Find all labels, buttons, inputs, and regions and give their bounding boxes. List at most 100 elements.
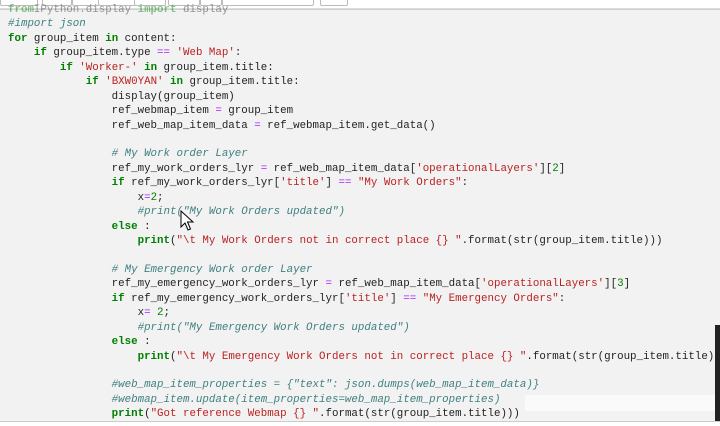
code-line: if 'BXW0YAN' in group_item.title: — [8, 75, 720, 89]
code-token: in — [170, 76, 183, 89]
toolbar-button[interactable] — [42, 0, 72, 6]
code-editor[interactable]: fromIPython.display import display#impor… — [8, 3, 720, 422]
code-token: "\t My Emergency Work Orders not in corr… — [176, 350, 527, 363]
code-token: 3 — [617, 278, 624, 291]
code-token: ( — [144, 408, 151, 421]
code-token: ref_web_map_item_data — [111, 119, 255, 132]
code-token: #print("My Work Orders updated") — [137, 206, 345, 219]
code-token: ref_my_work_orders_lyr — [111, 162, 261, 175]
code-token: : — [137, 336, 151, 349]
notebook-toolbar — [0, 0, 720, 9]
code-line: #print("My Emergency Work Orders updated… — [8, 321, 720, 335]
code-token: group_item.title: — [183, 76, 300, 89]
mouse-pointer-icon — [180, 210, 194, 231]
code-line: if group_item.type == 'Web Map': — [8, 46, 720, 60]
code-token: ref_web_map_item_data[ — [267, 162, 417, 175]
code-token: 'operationalLayers' — [416, 162, 540, 175]
toolbar-button[interactable] — [134, 0, 166, 6]
code-token: #webmap_item.update(item_properties=web_… — [111, 393, 501, 406]
code-token: = — [144, 307, 151, 320]
code-line: # My Emergency Work order Layer — [8, 263, 720, 277]
code-token: ][ — [539, 162, 553, 175]
code-token: group_item — [221, 105, 294, 118]
code-token: ref_my_emergency_work_orders_lyr — [111, 278, 326, 291]
code-token: : — [461, 177, 469, 190]
current-line-highlight — [525, 395, 720, 411]
code-token: else — [111, 336, 138, 349]
code-token: ; — [163, 307, 171, 320]
code-token: IPython.display — [33, 4, 138, 16]
code-token: for — [8, 32, 28, 45]
code-token: "\t My Work Orders not in correct place … — [176, 235, 462, 247]
code-token: == — [157, 47, 171, 60]
cell-bottom-border — [0, 421, 720, 426]
code-token: #import json — [8, 18, 86, 31]
code-line: # My Work order Layer — [8, 147, 720, 161]
code-line: print("\t My Emergency Work Orders not i… — [8, 350, 720, 364]
cell-type-select[interactable] — [222, 0, 314, 6]
code-line: print("\t My Work Orders not in correct … — [8, 234, 720, 248]
code-token: else — [111, 220, 138, 233]
code-line: display(group_item) — [8, 90, 720, 104]
code-token: 'Worker-' — [79, 61, 138, 74]
code-line: if 'Worker-' in group_item.title: — [8, 61, 720, 75]
code-token: == — [403, 292, 417, 305]
code-token: ] — [325, 177, 339, 190]
code-line: ref_web_map_item_data = ref_webmap_item.… — [8, 119, 720, 133]
code-token: 'title' — [344, 292, 391, 305]
toolbar-button[interactable] — [320, 0, 348, 6]
code-token: "My Work Orders" — [357, 177, 462, 190]
code-token: ref_my_emergency_work_orders_lyr[ — [124, 292, 345, 305]
code-token: #print("My Emergency Work Orders updated… — [137, 321, 410, 334]
code-token: : — [234, 47, 242, 60]
code-token: ; — [157, 191, 164, 204]
code-line: ref_webmap_item = group_item — [8, 104, 720, 118]
code-line: ref_my_emergency_work_orders_lyr = ref_w… — [8, 277, 720, 291]
code-token: "Got reference Webmap {} " — [150, 408, 320, 421]
code-line: else : — [8, 220, 720, 234]
code-token: from — [8, 4, 34, 16]
code-line: print("Got reference Webmap {} ".format(… — [8, 407, 720, 421]
code-token: print — [111, 408, 145, 421]
code-token: display(group_item) — [111, 90, 235, 103]
code-token: = — [254, 119, 261, 132]
code-line: else : — [8, 335, 720, 349]
code-token: 'title' — [280, 177, 326, 190]
code-line: if ref_my_work_orders_lyr['title'] == "M… — [8, 176, 720, 190]
code-token: == — [338, 177, 352, 190]
code-token: .format(str(group_item.title))) — [461, 235, 663, 247]
code-line: #print("My Work Orders updated") — [8, 205, 720, 219]
code-token: 2 — [157, 307, 164, 320]
code-token: : — [558, 292, 566, 305]
code-token: # My Emergency Work order Layer — [111, 263, 313, 276]
code-token: = — [325, 278, 332, 291]
code-token: = — [215, 105, 222, 118]
code-token: if — [59, 61, 73, 74]
toolbar-button[interactable] — [200, 0, 222, 6]
code-token: ref_webmap_item — [111, 105, 216, 118]
code-token: .format(str(group_item.title))) — [526, 350, 720, 363]
code-token: if — [111, 292, 125, 305]
code-cell[interactable]: fromIPython.display import display#impor… — [0, 4, 720, 422]
code-token: # My Work order Layer — [111, 148, 248, 161]
code-line: for group_item in content: — [8, 32, 720, 46]
code-line — [8, 133, 720, 147]
code-token: import — [137, 4, 177, 16]
code-token: display — [176, 4, 229, 16]
code-token: = — [144, 191, 151, 204]
code-token: if — [111, 177, 125, 190]
toolbar-button[interactable] — [168, 0, 200, 6]
code-line: fromIPython.display import display — [8, 3, 720, 17]
code-line: if ref_my_emergency_work_orders_lyr['tit… — [8, 292, 720, 306]
code-token: ] — [623, 278, 631, 291]
code-line: #web_map_item_properties = {"text": json… — [8, 378, 720, 392]
code-token: ref_web_map_item_data[ — [331, 278, 482, 291]
code-token: if — [33, 47, 47, 60]
code-token: 'operationalLayers' — [481, 278, 605, 291]
code-token: content: — [118, 32, 177, 45]
scrollbar[interactable] — [715, 325, 720, 425]
code-token: if — [85, 76, 99, 89]
code-token: group_item.title: — [157, 61, 274, 74]
toolbar-button[interactable] — [0, 0, 38, 6]
code-token: print — [137, 350, 170, 363]
